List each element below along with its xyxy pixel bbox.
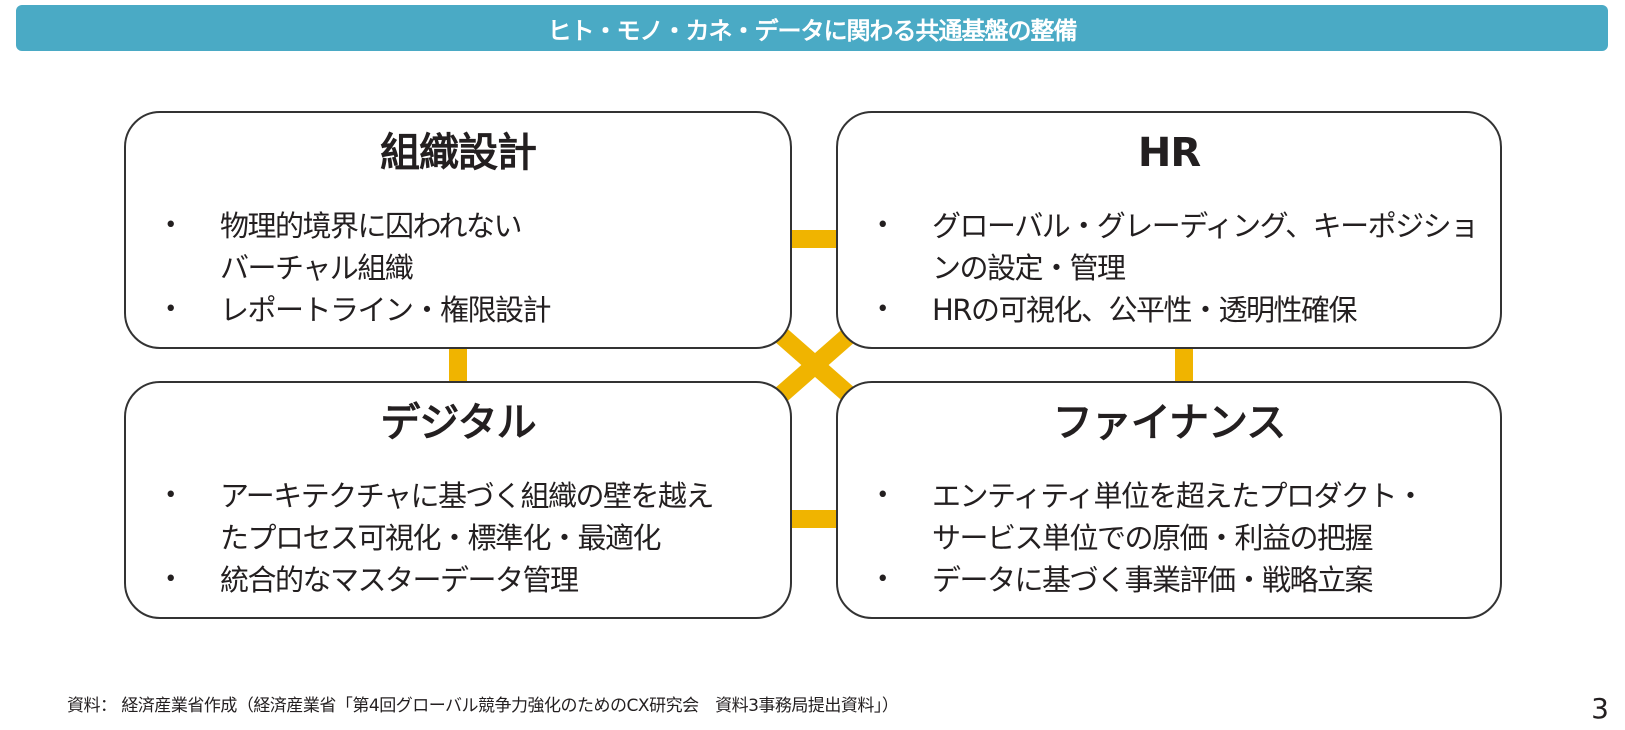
bullet-list: • グローバル・グレーディング、キーポジショ ンの設定・管理 • HRの可視化、… xyxy=(872,205,1480,331)
cross-connector-icon xyxy=(770,325,860,405)
list-item: • HRの可視化、公平性・透明性確保 xyxy=(872,289,1480,331)
page-number: 3 xyxy=(1591,692,1609,725)
bullet-list: • 物理的境界に囚われない バーチャル組織 • レポートライン・権限設計 xyxy=(160,205,770,331)
quadrant-org-design: 組織設計 • 物理的境界に囚われない バーチャル組織 • レポートライン・権限設… xyxy=(124,111,792,349)
bullet-icon: • xyxy=(164,483,177,508)
connector-right-vertical xyxy=(1175,340,1193,390)
connector-bottom-horizontal xyxy=(780,510,850,528)
quadrant-title: ファイナンス xyxy=(1052,400,1286,446)
bullet-icon: • xyxy=(876,213,889,238)
list-item: • 物理的境界に囚われない バーチャル組織 xyxy=(160,205,770,289)
bullet-icon: • xyxy=(164,297,177,322)
bullet-list: • エンティティ単位を超えたプロダクト・ サービス単位での原価・利益の把握 • … xyxy=(872,475,1480,601)
connector-top-horizontal xyxy=(780,230,850,248)
list-item-text: エンティティ単位を超えたプロダクト・ サービス単位での原価・利益の把握 xyxy=(932,479,1425,555)
list-item-text: 統合的なマスターデータ管理 xyxy=(220,563,579,597)
list-item-text: データに基づく事業評価・戦略立案 xyxy=(932,563,1374,597)
page-title: ヒト・モノ・カネ・データに関わる共通基盤の整備 xyxy=(547,16,1078,45)
list-item: • 統合的なマスターデータ管理 xyxy=(160,559,770,601)
bullet-icon: • xyxy=(876,297,889,322)
list-item: • データに基づく事業評価・戦略立案 xyxy=(872,559,1480,601)
quadrant-hr: HR • グローバル・グレーディング、キーポジショ ンの設定・管理 • HRの可… xyxy=(836,111,1502,349)
bullet-icon: • xyxy=(876,567,889,592)
list-item-text: グローバル・グレーディング、キーポジショ ンの設定・管理 xyxy=(932,209,1479,285)
list-item-text: アーキテクチャに基づく組織の壁を越え たプロセス可視化・標準化・最適化 xyxy=(220,479,714,555)
quadrant-title: デジタル xyxy=(380,400,536,446)
list-item: • レポートライン・権限設計 xyxy=(160,289,770,331)
bullet-icon: • xyxy=(164,213,177,238)
connector-left-vertical xyxy=(449,340,467,390)
quadrant-title: 組織設計 xyxy=(380,130,537,176)
list-item-text: HRの可視化、公平性・透明性確保 xyxy=(932,293,1357,327)
list-item: • エンティティ単位を超えたプロダクト・ サービス単位での原価・利益の把握 xyxy=(872,475,1480,559)
list-item: • アーキテクチャに基づく組織の壁を越え たプロセス可視化・標準化・最適化 xyxy=(160,475,770,559)
bullet-icon: • xyxy=(164,567,177,592)
quadrant-title: HR xyxy=(1137,130,1201,176)
bullet-icon: • xyxy=(876,483,889,508)
list-item-text: レポートライン・権限設計 xyxy=(220,293,552,327)
source-note: 資料： 経済産業省作成（経済産業省「第4回グローバル競争力強化のためのCX研究会… xyxy=(67,696,899,716)
bullet-list: • アーキテクチャに基づく組織の壁を越え たプロセス可視化・標準化・最適化 • … xyxy=(160,475,770,601)
header-bar: ヒト・モノ・カネ・データに関わる共通基盤の整備 xyxy=(16,5,1608,51)
quadrant-finance: ファイナンス • エンティティ単位を超えたプロダクト・ サービス単位での原価・利… xyxy=(836,381,1502,619)
quadrant-digital: デジタル • アーキテクチャに基づく組織の壁を越え たプロセス可視化・標準化・最… xyxy=(124,381,792,619)
list-item: • グローバル・グレーディング、キーポジショ ンの設定・管理 xyxy=(872,205,1480,289)
list-item-text: 物理的境界に囚われない バーチャル組織 xyxy=(220,209,523,285)
